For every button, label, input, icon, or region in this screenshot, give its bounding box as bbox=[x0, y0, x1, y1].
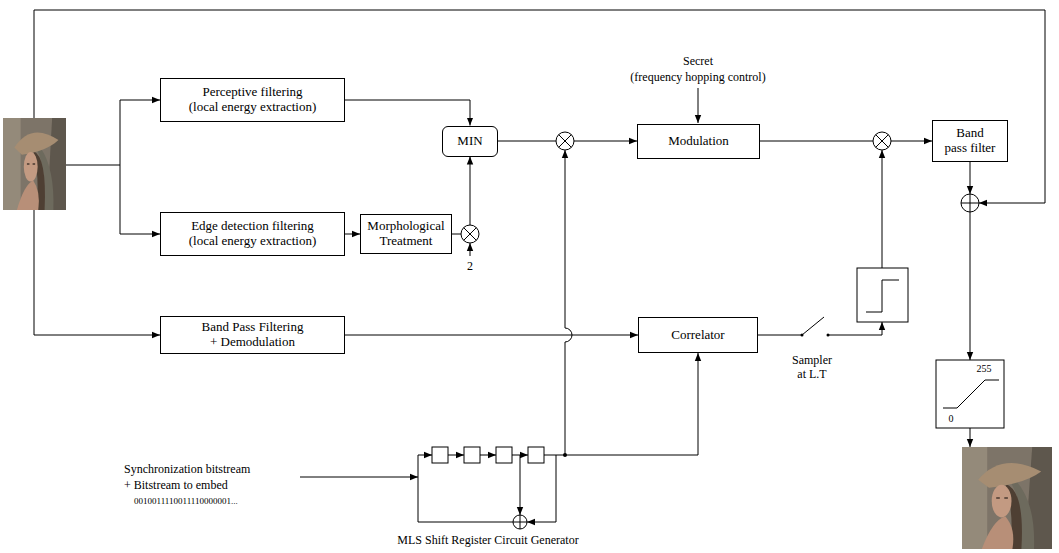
box-text: Modulation bbox=[668, 134, 729, 149]
box-text: Morphological Treatment bbox=[366, 219, 446, 249]
switch-contact bbox=[827, 334, 830, 337]
box-text: Band pass filter bbox=[938, 126, 1002, 156]
register-cell bbox=[528, 447, 544, 463]
input-label: Secret bbox=[683, 55, 713, 69]
output-image bbox=[962, 447, 1052, 549]
input-label: (frequency hopping control) bbox=[630, 71, 765, 85]
input-wire bbox=[120, 234, 160, 235]
filter-box: Perceptive filtering (local energy extra… bbox=[160, 78, 345, 122]
multiplier-circle bbox=[873, 132, 891, 150]
xor-circle bbox=[513, 515, 527, 529]
filter-box: Edge detection filtering (local energy e… bbox=[160, 212, 345, 256]
signal-arrow bbox=[345, 335, 638, 336]
signal-arrow bbox=[452, 157, 470, 235]
min-box: MIN bbox=[442, 126, 498, 157]
multiplier-cross bbox=[464, 228, 477, 241]
register-wire bbox=[556, 353, 698, 455]
adder-cross bbox=[961, 194, 979, 212]
multiplier-cross bbox=[876, 135, 889, 148]
signal-wire bbox=[882, 150, 883, 268]
bitstream-label: Synchronization bitstream bbox=[124, 463, 250, 477]
leader-arrow bbox=[470, 243, 471, 256]
input-image bbox=[3, 118, 66, 210]
register-cell bbox=[464, 447, 480, 463]
signal-arrow bbox=[345, 100, 470, 126]
feedback-wire bbox=[34, 10, 1045, 203]
register-wire bbox=[418, 455, 513, 522]
register-wire bbox=[448, 455, 464, 456]
morphology-box: Morphological Treatment bbox=[360, 214, 452, 254]
xor-cross bbox=[513, 515, 527, 529]
step-symbol bbox=[866, 280, 899, 312]
modulation-box: Modulation bbox=[637, 124, 760, 159]
box-text: MIN bbox=[457, 134, 482, 149]
signal-wire bbox=[828, 322, 882, 335]
register-cell bbox=[432, 447, 448, 463]
adder-circle bbox=[961, 194, 979, 212]
box-text: Edge detection filtering (local energy e… bbox=[166, 219, 339, 249]
input-wire bbox=[34, 210, 160, 335]
signal-wire bbox=[970, 162, 971, 194]
junction-dot bbox=[563, 453, 567, 457]
input-wire bbox=[120, 100, 160, 101]
multiplier-symbol bbox=[461, 225, 479, 243]
sampler-switch bbox=[802, 317, 824, 335]
gain-label: 2 bbox=[467, 260, 473, 274]
multiplier-symbol bbox=[873, 132, 891, 150]
box-text: Perceptive filtering (local energy extra… bbox=[166, 85, 339, 115]
signal-wire bbox=[970, 428, 971, 447]
spreading-wire bbox=[565, 150, 572, 455]
signal-arrow bbox=[345, 234, 360, 235]
step-box bbox=[857, 268, 908, 322]
leader-arrow bbox=[698, 88, 699, 123]
register-wire bbox=[527, 455, 556, 522]
correlator-box: Correlator bbox=[638, 317, 758, 353]
register-wire bbox=[520, 455, 521, 515]
clip-box bbox=[936, 360, 1004, 428]
adder-symbol bbox=[961, 194, 979, 212]
multiplier-symbol bbox=[556, 132, 574, 150]
bitstream-arrow bbox=[300, 477, 418, 478]
signal-wire bbox=[758, 335, 802, 336]
multiplier-cross bbox=[559, 135, 572, 148]
box-text: Band Pass Filtering + Demodulation bbox=[166, 320, 339, 350]
register-wire bbox=[480, 455, 496, 456]
input-wire bbox=[66, 100, 120, 234]
register-cell bbox=[496, 447, 512, 463]
signal-arrow bbox=[760, 141, 932, 142]
filter-box: Band pass filter bbox=[932, 120, 1008, 162]
multiplier-circle bbox=[461, 225, 479, 243]
axis-label: 255 bbox=[977, 363, 992, 375]
bitstream-label: + Bitstream to embed bbox=[124, 479, 228, 493]
signal-wire bbox=[970, 212, 971, 360]
sampler-label: Sampler at L.T bbox=[788, 354, 836, 382]
clip-symbol bbox=[943, 380, 999, 408]
filter-box: Band Pass Filtering + Demodulation bbox=[160, 316, 345, 354]
switch-pivot bbox=[801, 334, 804, 337]
box-text: Correlator bbox=[671, 328, 724, 343]
bitstream-bits: 0010011110011110000001... bbox=[134, 496, 238, 506]
generator-caption: MLS Shift Register Circuit Generator bbox=[397, 534, 578, 548]
xor-symbol bbox=[513, 515, 527, 529]
multiplier-circle bbox=[556, 132, 574, 150]
axis-label: 0 bbox=[949, 413, 954, 425]
